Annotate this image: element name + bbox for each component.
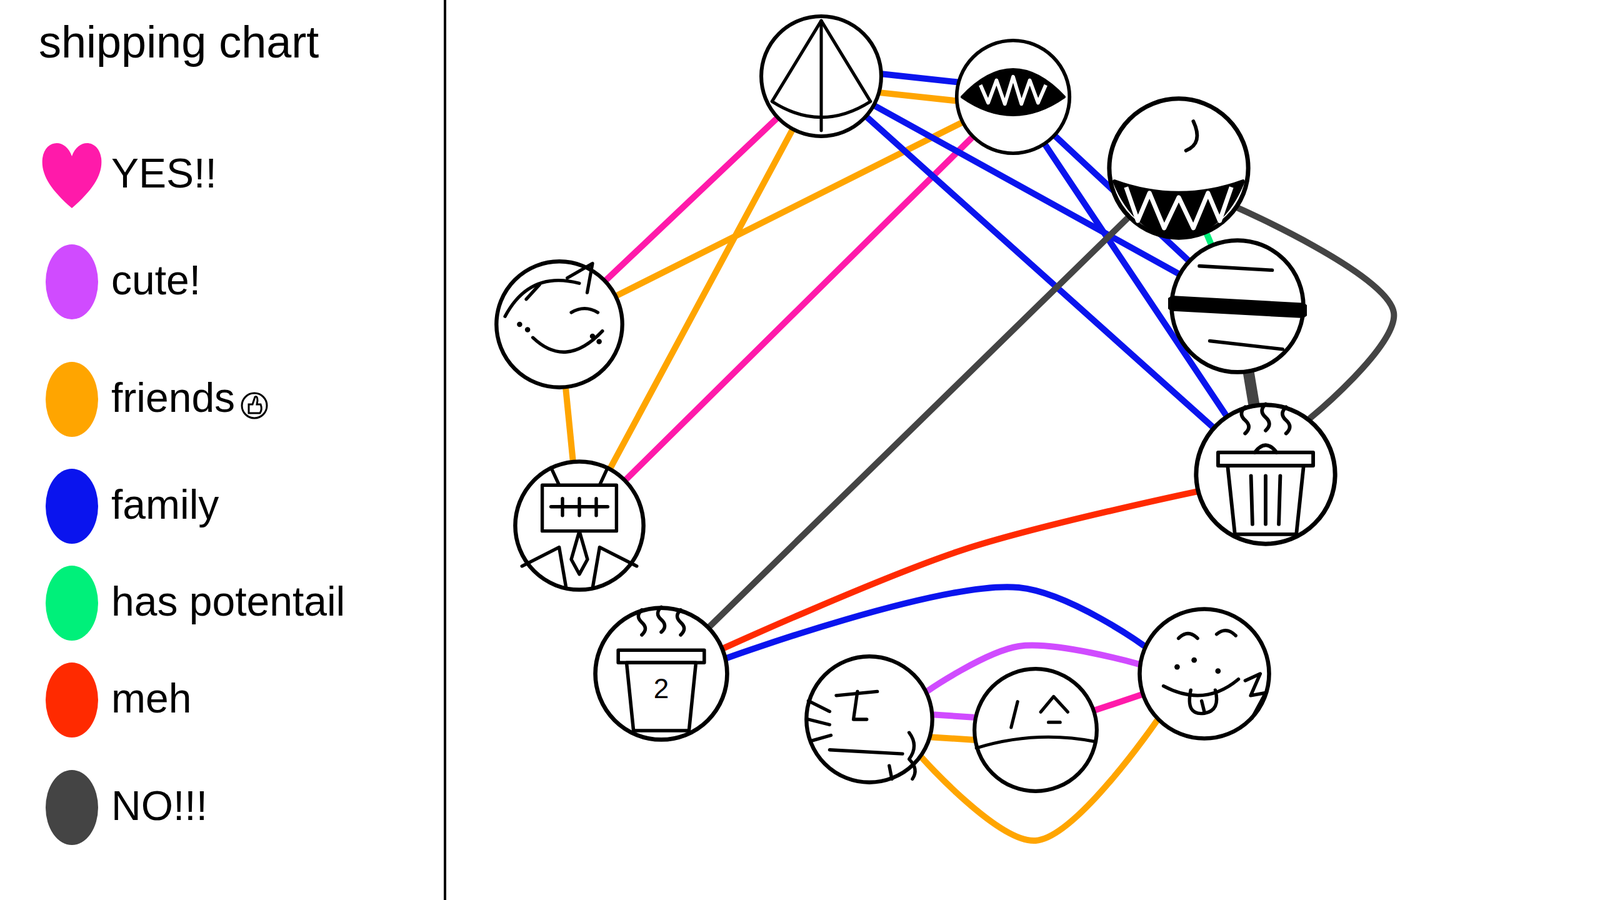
chart-title: shipping chart bbox=[38, 17, 319, 67]
character-circle bbox=[493, 258, 626, 391]
thumbs-up-icon bbox=[238, 385, 270, 424]
face-drawing bbox=[493, 258, 626, 391]
color-swatch bbox=[45, 361, 99, 437]
color-swatch bbox=[45, 565, 99, 641]
face-drawing bbox=[803, 653, 936, 786]
character-circle bbox=[1105, 95, 1252, 242]
character-circle bbox=[1168, 236, 1307, 376]
ship-line bbox=[1095, 695, 1142, 710]
legend-swatch-holder bbox=[37, 655, 107, 743]
legend-text: YES!! bbox=[111, 148, 217, 199]
face-drawing bbox=[1136, 605, 1273, 742]
face-drawing bbox=[1192, 401, 1339, 548]
legend-text: friends bbox=[111, 373, 235, 423]
color-swatch bbox=[45, 244, 99, 320]
legend-text: cute! bbox=[111, 255, 201, 305]
ship-line bbox=[626, 137, 972, 479]
ship-line bbox=[1248, 373, 1254, 404]
color-swatch bbox=[45, 468, 99, 544]
ship-line bbox=[1206, 234, 1211, 244]
face-drawing bbox=[1168, 236, 1307, 376]
legend-row: NO!!! bbox=[37, 762, 438, 850]
legend-row: friends bbox=[37, 354, 438, 442]
face-drawing bbox=[1105, 95, 1252, 242]
legend-row: cute! bbox=[37, 236, 438, 325]
ship-line bbox=[931, 736, 974, 740]
ship-line bbox=[724, 491, 1197, 649]
legend-swatch-holder bbox=[37, 762, 107, 850]
heart-swatch bbox=[42, 143, 102, 209]
character-circle bbox=[953, 37, 1073, 157]
face-drawing bbox=[758, 13, 885, 140]
ship-line bbox=[934, 715, 974, 718]
character-circle bbox=[1136, 605, 1273, 742]
ship-line bbox=[880, 92, 955, 101]
character-circle bbox=[1192, 401, 1339, 548]
legend-swatch-holder bbox=[37, 354, 107, 442]
character-circle bbox=[511, 458, 647, 594]
character-circle bbox=[803, 653, 936, 786]
legend-text: has potentail bbox=[111, 576, 345, 627]
ship-line bbox=[883, 74, 957, 83]
ship-line bbox=[610, 130, 792, 467]
character-circle bbox=[758, 13, 885, 140]
legend-row: has potentail bbox=[37, 558, 438, 646]
divider-line bbox=[443, 0, 447, 900]
legend-swatch-holder bbox=[37, 558, 107, 646]
legend-row: meh bbox=[37, 655, 438, 743]
face-drawing bbox=[953, 37, 1073, 157]
legend-text: NO!!! bbox=[111, 781, 208, 831]
legend-swatch-holder bbox=[37, 236, 107, 325]
face-drawing bbox=[971, 665, 1100, 795]
color-swatch bbox=[45, 770, 99, 845]
ship-line bbox=[565, 388, 573, 460]
legend-swatch-holder bbox=[37, 461, 107, 549]
ship-line bbox=[617, 123, 962, 296]
face-drawing bbox=[511, 458, 647, 594]
legend-swatch-holder bbox=[37, 130, 107, 218]
character-circle: 2 bbox=[591, 604, 731, 744]
ship-line bbox=[727, 586, 1144, 658]
color-swatch bbox=[45, 662, 99, 738]
legend-row: YES!! bbox=[37, 130, 438, 218]
legend-text: meh bbox=[111, 673, 192, 724]
can-number: 2 bbox=[591, 673, 731, 704]
character-circle bbox=[971, 665, 1100, 795]
legend-row: family bbox=[37, 461, 438, 549]
legend-text: family bbox=[111, 480, 219, 530]
